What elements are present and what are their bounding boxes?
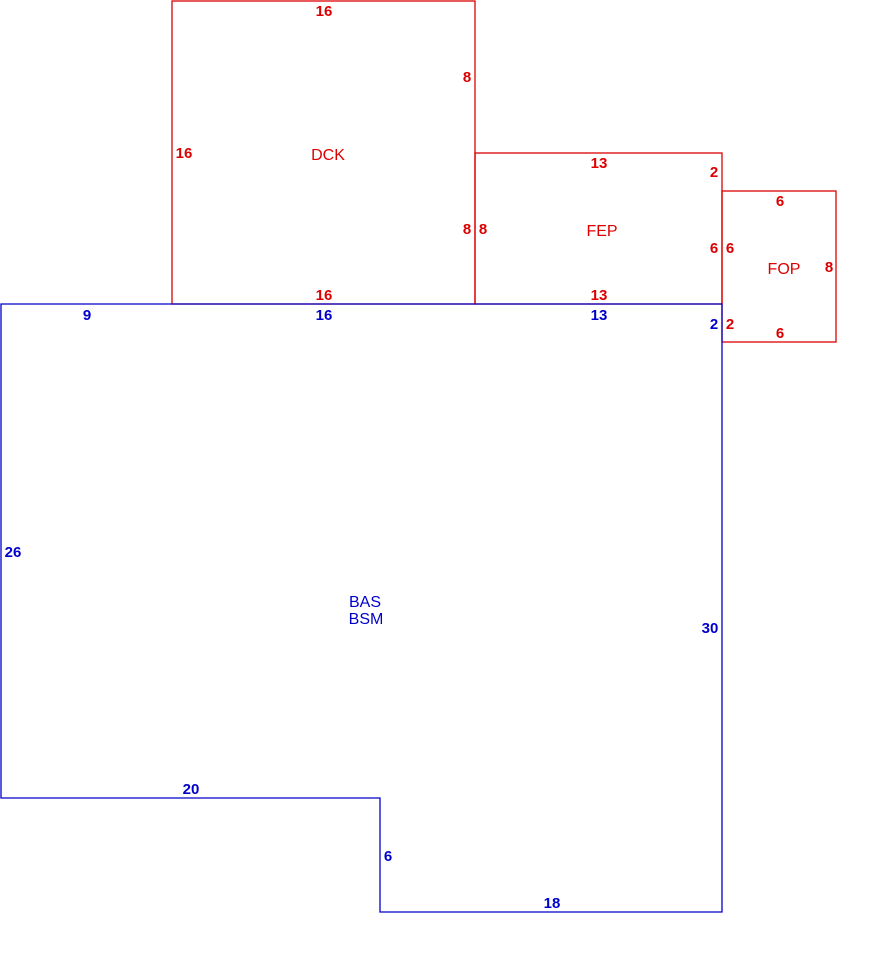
dim-bas-bottom-left: 20 — [183, 781, 200, 798]
dim-fep-right-lower: 6 — [710, 240, 718, 257]
dim-fop-left-lower: 2 — [726, 316, 734, 333]
dim-fep-bottom: 13 — [591, 287, 608, 304]
dim-fop-bottom: 6 — [776, 325, 784, 342]
bas-area-label: BAS — [349, 594, 381, 611]
dim-fop-top: 6 — [776, 193, 784, 210]
dim-dck-right-lower: 8 — [463, 221, 471, 238]
dim-fop-right: 8 — [825, 259, 833, 276]
dim-fop-left-upper: 6 — [726, 240, 734, 257]
dim-fep-left: 8 — [479, 221, 487, 238]
fep-area-label: FEP — [586, 223, 617, 240]
fop-outline — [721, 190, 837, 343]
dim-dck-left: 16 — [176, 145, 193, 162]
bsm-area-label: BSM — [349, 611, 384, 628]
dim-fep-right-upper: 2 — [710, 164, 718, 181]
dim-bas-left: 26 — [5, 544, 22, 561]
dim-fep-top: 13 — [591, 155, 608, 172]
dim-bas-top-right: 13 — [591, 307, 608, 324]
dim-bas-bottom-right: 18 — [544, 895, 561, 912]
dim-bas-right-upper: 2 — [710, 316, 718, 333]
dim-bas-right: 30 — [702, 620, 719, 637]
dim-dck-right-upper: 8 — [463, 69, 471, 86]
dim-bas-top-mid: 16 — [316, 307, 333, 324]
dim-dck-bottom: 16 — [316, 287, 333, 304]
dim-bas-notch: 6 — [384, 848, 392, 865]
dck-area-label: DCK — [311, 147, 345, 164]
bas-outline — [0, 303, 723, 913]
fop-area-label: FOP — [768, 261, 801, 278]
dim-dck-top: 16 — [316, 3, 333, 20]
dim-bas-top-left: 9 — [83, 307, 91, 324]
